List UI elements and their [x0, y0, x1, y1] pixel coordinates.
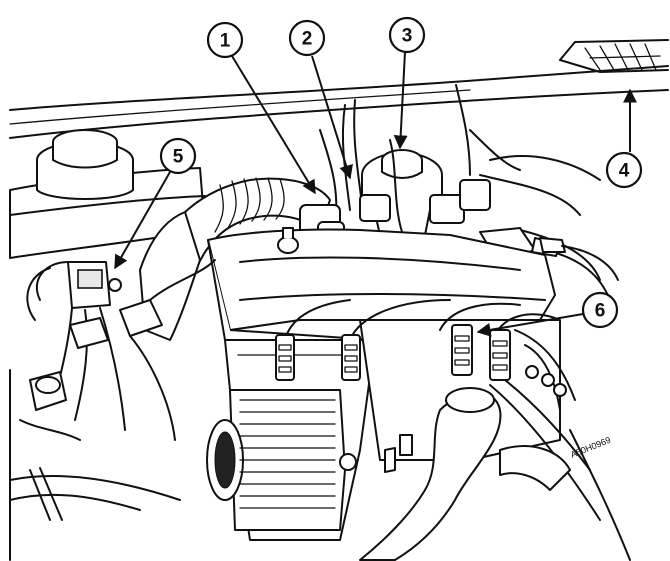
wiring-harness-connector [9, 259, 216, 561]
callout-6-label: 6 [595, 301, 606, 322]
spark-plug-boot [451, 324, 473, 376]
callout-5: 5 [159, 137, 197, 175]
hood-cowl-panel [9, 39, 669, 139]
callout-6: 6 [581, 291, 619, 329]
callout-4: 4 [605, 151, 643, 189]
misc-hardware [384, 237, 631, 561]
coolant-hose [359, 387, 571, 561]
vacuum-hoses [319, 84, 611, 301]
callout-3: 3 [388, 16, 426, 54]
callout-2-label: 2 [302, 29, 313, 50]
callout-3-label: 3 [402, 26, 413, 47]
spark-plug-boot [489, 329, 511, 381]
callout-4-label: 4 [619, 161, 630, 182]
callout-1: 1 [206, 21, 244, 59]
figure-code: A50H0969 [569, 435, 612, 460]
callout-1-label: 1 [220, 31, 231, 52]
air-intake-duct [139, 177, 331, 341]
callout-leaders [114, 51, 637, 337]
spark-plug-boot [341, 334, 361, 381]
egr-valve [361, 149, 443, 236]
callout-5-label: 5 [173, 147, 184, 168]
spark-plug-boot [275, 334, 295, 381]
alternator [206, 389, 357, 531]
callout-2: 2 [288, 19, 326, 57]
spark-plug-wires [275, 299, 601, 521]
coolant-reservoir [9, 129, 206, 259]
